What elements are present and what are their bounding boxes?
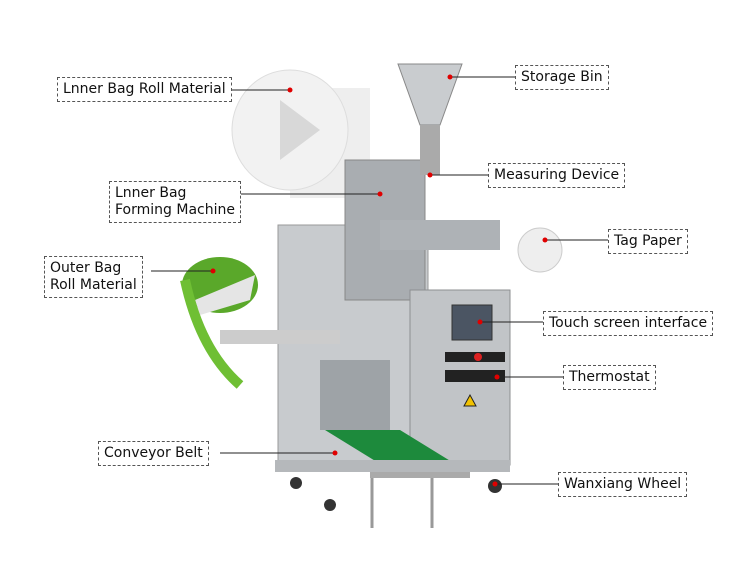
- label-text: Forming Machine: [115, 202, 235, 218]
- label-storage-bin: Storage Bin: [515, 65, 609, 90]
- control-buttons: [445, 352, 505, 382]
- label-text: Roll Material: [50, 277, 137, 293]
- label-text: Tag Paper: [614, 233, 682, 249]
- label-text: Conveyor Belt: [104, 445, 203, 461]
- label-text: Lnner Bag: [115, 185, 187, 201]
- label-inner-bag-roll: Lnner Bag Roll Material: [57, 77, 232, 102]
- label-measuring-device: Measuring Device: [488, 163, 626, 188]
- pointer-lines: [151, 76, 608, 485]
- storage-bin: [397, 63, 463, 126]
- label-text: Touch screen interface: [549, 315, 708, 331]
- label-text: Outer Bag: [50, 260, 122, 276]
- label-text: Measuring Device: [494, 167, 620, 183]
- label-tag-paper: Tag Paper: [608, 229, 688, 254]
- label-touch-screen: Touch screen interface: [543, 311, 714, 336]
- label-text: Storage Bin: [521, 69, 603, 85]
- label-conveyor-belt: Conveyor Belt: [98, 441, 209, 466]
- label-text: Wanxiang Wheel: [564, 476, 682, 492]
- label-thermostat: Thermostat: [563, 365, 656, 390]
- inner-bag-roll: [231, 69, 370, 198]
- label-text: Lnner Bag Roll Material: [63, 81, 226, 97]
- label-wanxiang-wheel: Wanxiang Wheel: [558, 472, 688, 497]
- pointer-dots: [210, 74, 548, 487]
- label-text: Thermostat: [569, 369, 650, 385]
